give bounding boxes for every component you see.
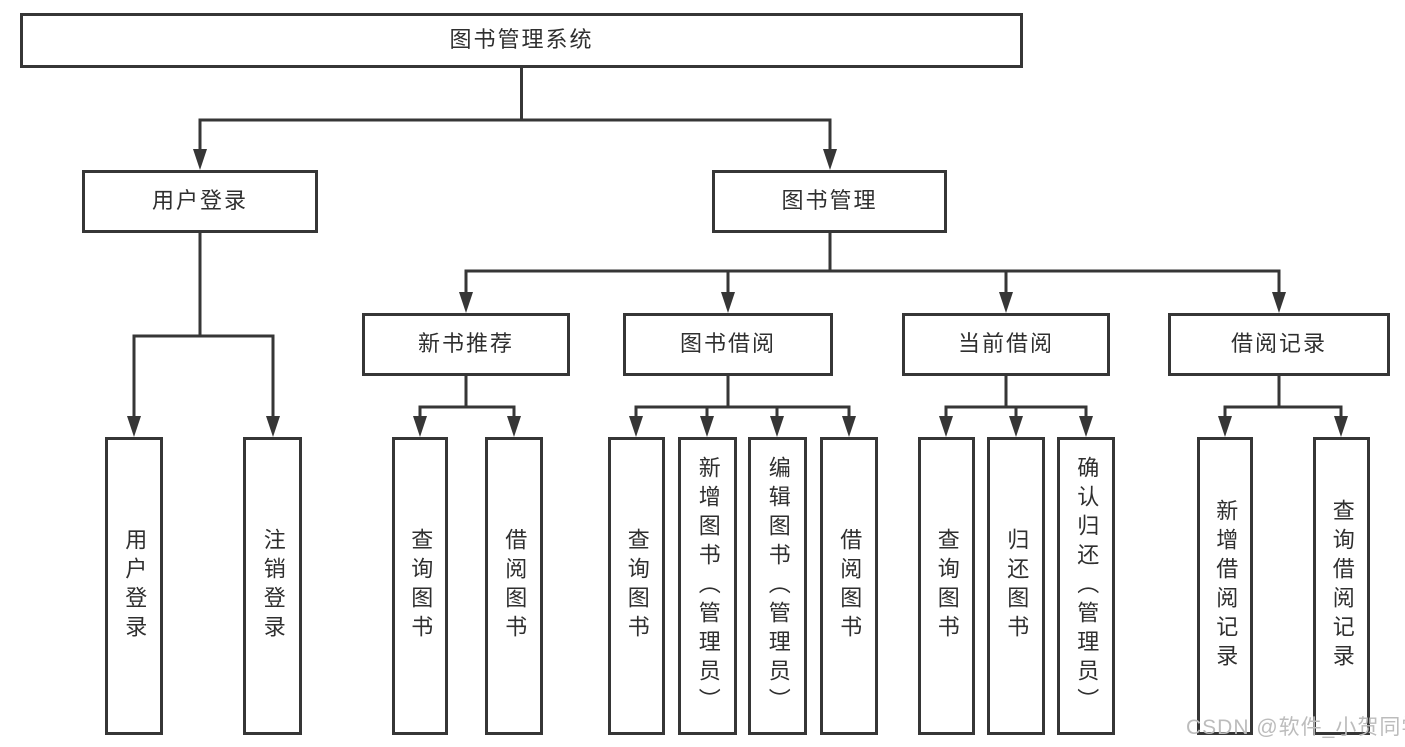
leaf-records-query-record: 查询借阅记录 xyxy=(1313,437,1370,735)
node-user-login: 用户登录 xyxy=(82,170,318,233)
leaf-newrec-borrow-books: 借阅图书 xyxy=(485,437,543,735)
node-current-borrowing: 当前借阅 xyxy=(902,313,1110,376)
node-borrowing-records: 借阅记录 xyxy=(1168,313,1390,376)
node-new-book-recommend: 新书推荐 xyxy=(362,313,570,376)
leaf-current-return-books: 归还图书 xyxy=(987,437,1045,735)
leaf-borrow-add-books-admin: 新增图书（管理员） xyxy=(678,437,737,735)
leaf-current-query-books: 查询图书 xyxy=(918,437,975,735)
leaf-current-confirm-return-admin: 确认归还（管理员） xyxy=(1057,437,1115,735)
leaf-borrow-query-books: 查询图书 xyxy=(608,437,665,735)
arrowheads xyxy=(127,149,1348,437)
leaf-borrow-borrow-books: 借阅图书 xyxy=(820,437,878,735)
node-root: 图书管理系统 xyxy=(20,13,1023,68)
leaf-records-add-record: 新增借阅记录 xyxy=(1197,437,1253,735)
leaf-logout: 注销登录 xyxy=(243,437,302,735)
leaf-newrec-query-books: 查询图书 xyxy=(392,437,448,735)
node-book-management: 图书管理 xyxy=(712,170,947,233)
watermark: CSDN @软件_小贺同学 xyxy=(1186,716,1405,739)
node-book-borrowing: 图书借阅 xyxy=(623,313,833,376)
leaf-borrow-edit-books-admin: 编辑图书（管理员） xyxy=(748,437,807,735)
leaf-user-login: 用户登录 xyxy=(105,437,163,735)
